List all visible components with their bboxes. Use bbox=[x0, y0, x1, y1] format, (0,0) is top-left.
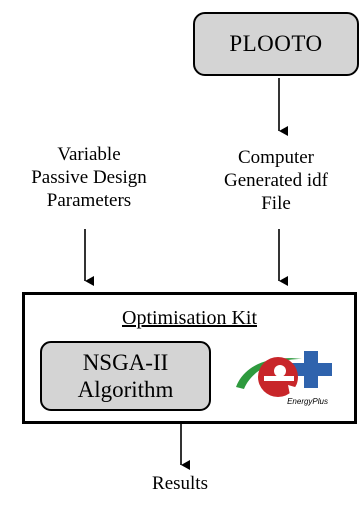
variable-parameters-line: Passive Design bbox=[31, 167, 147, 188]
idf-file-line: File bbox=[261, 193, 291, 214]
results-label: Results bbox=[152, 473, 208, 494]
nsga-line: NSGA-II bbox=[82, 350, 169, 375]
variable-parameters-line: Variable bbox=[57, 144, 121, 165]
energyplus-wordmark: EnergyPlus bbox=[287, 397, 328, 406]
nsga-line: Algorithm bbox=[77, 377, 174, 402]
optimisation-kit-title: Optimisation Kit bbox=[122, 307, 257, 329]
nsga-node: NSGA-II Algorithm bbox=[40, 341, 211, 411]
energyplus-logo-icon: EnergyPlus bbox=[236, 351, 332, 406]
variable-parameters-label: Variable Passive Design Parameters bbox=[2, 143, 176, 212]
idf-file-line: Generated idf bbox=[224, 170, 328, 191]
plooto-label: PLOOTO bbox=[229, 31, 323, 56]
idf-file-line: Computer bbox=[238, 147, 314, 168]
energyplus-plus-mark bbox=[290, 351, 332, 388]
plooto-node: PLOOTO bbox=[193, 12, 359, 76]
idf-file-label: Computer Generated idf File bbox=[191, 146, 361, 215]
variable-parameters-line: Parameters bbox=[46, 190, 132, 211]
